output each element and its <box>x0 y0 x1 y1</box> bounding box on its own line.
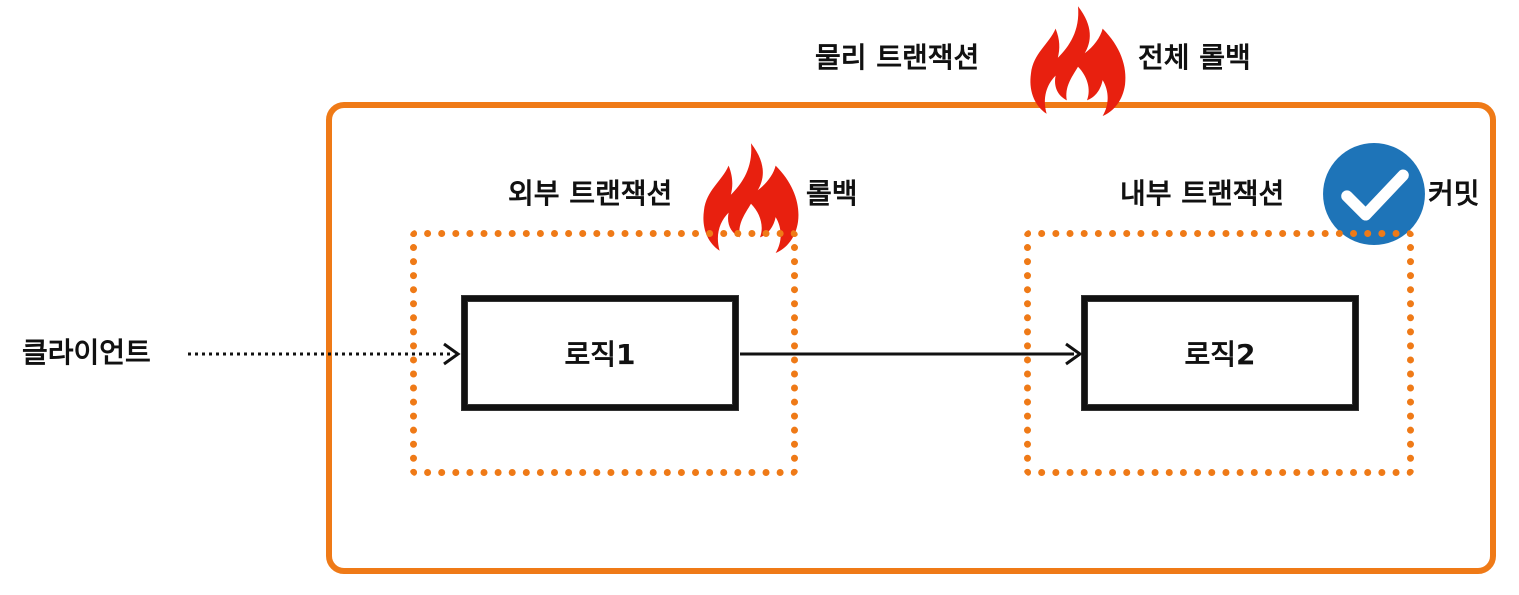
inner-transaction-result: 커밋 <box>1428 177 1480 210</box>
physical-transaction-label: 물리 트랜잭션 <box>815 41 980 74</box>
logic1-to-logic2-arrowhead <box>1065 342 1083 366</box>
physical-transaction-result: 전체 롤백 <box>1138 41 1251 74</box>
outer-transaction-label: 외부 트랜잭션 <box>508 177 673 210</box>
physical-transaction-box <box>326 102 1496 574</box>
inner-transaction-label: 내부 트랜잭션 <box>1120 177 1285 210</box>
checkmark-icon <box>1323 143 1425 245</box>
logic2-label: 로직2 <box>1184 338 1256 371</box>
logic2-box: 로직2 <box>1082 296 1358 410</box>
fire-icon <box>1030 6 1126 116</box>
client-label: 클라이언트 <box>22 336 151 369</box>
logic1-box: 로직1 <box>462 296 738 410</box>
outer-transaction-result: 롤백 <box>806 177 858 210</box>
logic1-label: 로직1 <box>564 338 636 371</box>
fire-icon <box>703 143 799 253</box>
client-to-logic1-arrowhead <box>443 342 461 366</box>
